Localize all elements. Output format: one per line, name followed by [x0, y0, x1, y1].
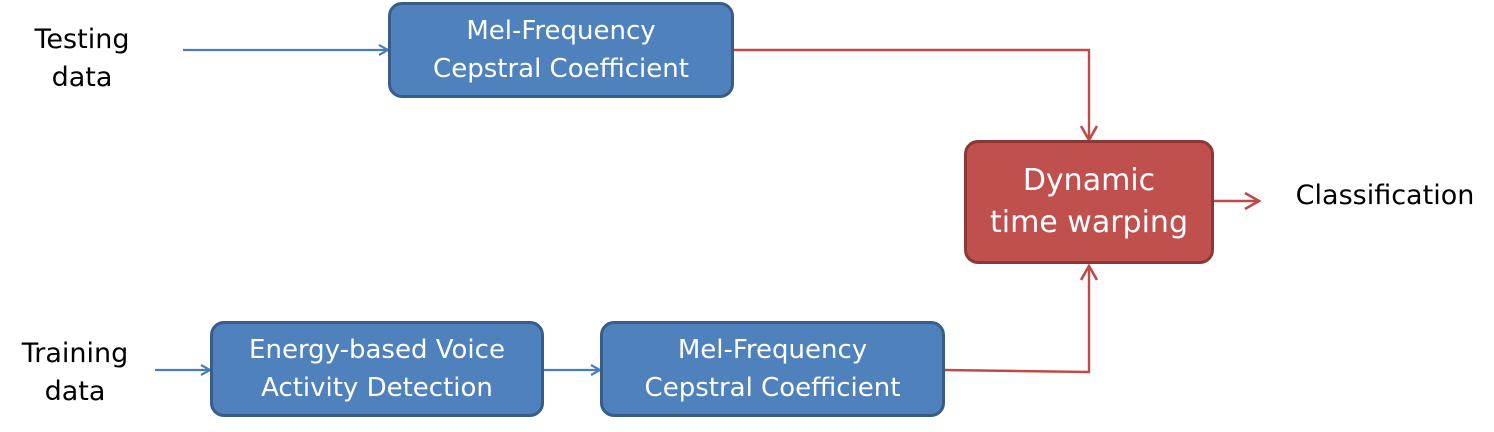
training-data-label: Training data	[21, 338, 129, 407]
dtw-block: Dynamic time warping	[964, 140, 1214, 264]
arrow-mfcc-test-to-dtw	[733, 48, 1089, 140]
mfcc-testing-block: Mel-Frequency Cepstral Coefficient	[388, 2, 734, 98]
classification-label: Classification	[1295, 180, 1475, 211]
mfcc-training-block: Mel-Frequency Cepstral Coefficient	[600, 321, 945, 417]
arrow-mfcc-train-to-dtw	[943, 266, 1089, 374]
vad-block: Energy-based Voice Activity Detection	[210, 321, 544, 417]
testing-data-label: Testing data	[34, 24, 130, 93]
